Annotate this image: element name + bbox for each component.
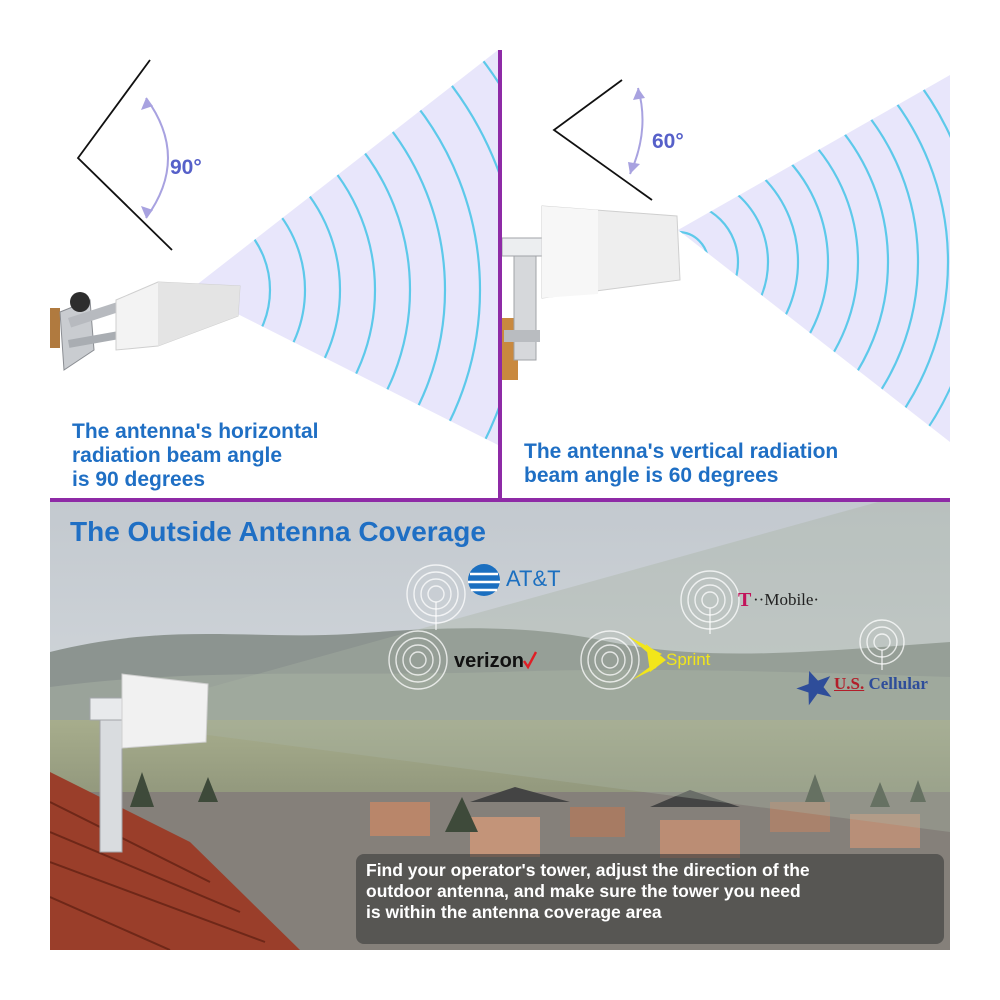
beam-cone (190, 50, 498, 445)
note-line: outdoor antenna, and make sure the tower… (366, 881, 801, 901)
sprint-wing-icon (628, 636, 666, 680)
antenna-mount (50, 292, 127, 371)
vertical-angle-label: 60° (652, 130, 684, 153)
coverage-note: Find your operator's tower, adjust the d… (366, 860, 940, 923)
beam-cone (678, 75, 950, 442)
caption-line: The antenna's horizontal (72, 420, 319, 443)
uscellular-cellular: Cellular (868, 674, 928, 693)
horizontal-beam-caption: The antenna's horizontal radiation beam … (72, 420, 319, 492)
caption-line: The antenna's vertical radiation (524, 440, 839, 463)
tmobile-logo-text: ··Mobile· (753, 590, 820, 609)
vertical-beam-illustration: 60° (502, 75, 950, 442)
horizontal-divider (50, 498, 950, 502)
roof-tiles (50, 801, 266, 950)
angle-arrow (145, 97, 169, 219)
verizon-check-icon (523, 651, 538, 670)
note-line: Find your operator's tower, adjust the d… (366, 860, 810, 880)
coverage-panel: T The Outside Antenna Coverage AT&T ··Mo… (50, 502, 950, 950)
uscellular-logo-text: U.S. Cellular (834, 674, 928, 694)
antenna-body (541, 205, 681, 299)
angle-lines (76, 59, 173, 251)
coverage-title: The Outside Antenna Coverage (70, 516, 486, 547)
coverage-cone (200, 502, 950, 832)
vertical-beam-panel: 60° The antenna's vertical radiation bea… (502, 50, 950, 498)
note-box (356, 854, 944, 944)
radiation-waves (190, 50, 498, 445)
vertical-divider (498, 50, 502, 500)
antenna-mount (502, 237, 547, 380)
horizontal-angle-label: 90° (170, 156, 202, 179)
att-globe-icon (468, 564, 500, 596)
uscellular-star-icon (796, 671, 832, 706)
verizon-logo-text: verizon (454, 650, 525, 672)
att-logo-text: AT&T (506, 566, 561, 591)
coverage-scene: T (50, 502, 950, 950)
trees (130, 772, 926, 832)
vertical-beam-caption: The antenna's vertical radiation beam an… (524, 440, 838, 488)
outdoor-antenna (89, 673, 209, 853)
village-houses (370, 787, 920, 858)
note-line: is within the antenna coverage area (366, 902, 662, 922)
sprint-tower-rings (580, 630, 640, 690)
att-tower-rings (406, 564, 466, 630)
verizon-tower-rings (388, 630, 448, 690)
antenna-body (115, 281, 241, 351)
caption-line: radiation beam angle (72, 444, 283, 467)
horizontal-beam-illustration: 90° (50, 50, 498, 445)
tmobile-t-icon: T (738, 589, 752, 611)
angle-arrow (629, 87, 644, 175)
tmobile-tower-rings (680, 570, 740, 634)
sprint-logo-text: Sprint (666, 650, 711, 669)
angle-lines (552, 79, 653, 201)
uscellular-us: U.S. (834, 674, 865, 693)
signal-rings (388, 564, 905, 690)
caption-line: beam angle is 60 degrees (524, 464, 779, 487)
caption-line: is 90 degrees (72, 468, 206, 491)
horizontal-beam-panel: 90° The antenna's horizontal radiation b… (50, 50, 498, 498)
uscellular-tower-rings (859, 619, 905, 670)
